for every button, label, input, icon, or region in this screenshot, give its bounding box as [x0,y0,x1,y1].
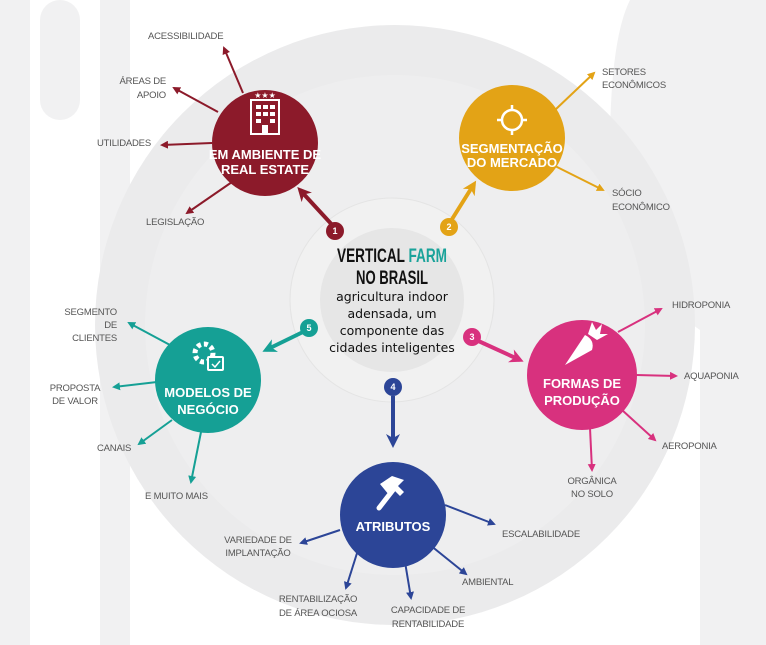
leaf-label: DE ÁREA OCIOSA [279,608,358,619]
leaf-label: DE VALOR [52,396,98,407]
target-icon [497,105,527,135]
number-badge [300,319,318,337]
hub-circle [527,320,637,430]
hub-title: MODELOS DE [164,385,252,400]
building-icon: ★★★ [250,91,280,135]
leaf-label: ECONÔMICOS [602,80,666,91]
leaf-label: NO SOLO [571,489,613,500]
leaf-label: ESCALABILIDADE [502,529,580,540]
hub-arrow [262,329,306,352]
leaf-label: IMPLANTAÇÃO [225,548,290,559]
number-badge-label: 4 [390,382,395,392]
hub-circle [155,327,261,433]
leaf-label: LEGISLAÇÃO [146,217,204,228]
center-title-word1: VERTICAL [337,246,405,267]
leaf-arrow [429,544,468,576]
leaf-label: UTILIDADES [97,138,151,149]
number-badge-label: 2 [446,222,451,232]
number-badge [463,328,481,346]
hammer-icon [376,476,404,511]
leaf-label: APOIO [137,90,166,101]
center-title: VERTICAL FARM NO BRASIL agricultura indo… [329,246,455,355]
hub-title: FORMAS DE [543,376,621,391]
leaf-arrow [635,371,678,380]
hub-production-forms: FORMAS DE PRODUÇÃO 3 HIDROPONIA AQUAPONI… [463,300,740,500]
svg-text:★★★: ★★★ [254,91,276,100]
leaf-label: RENTABILIDADE [392,619,464,630]
leaf-arrow [185,181,233,215]
hub-arrow [447,180,477,226]
leaf-label: ÁREAS DE [120,76,166,87]
leaf-arrow [404,561,414,600]
leaf-label: SEGMENTO [64,307,117,318]
hub-title: PRODUÇÃO [544,393,620,408]
hub-real-estate: ★★★ EM AMBIENTE DE REAL ESTATE 1 ACESSIB… [97,31,344,240]
leaf-label: DE [104,320,117,331]
hub-circle [340,462,446,568]
svg-text:VERTICAL FARM: VERTICAL FARM [337,246,447,267]
hub-circle [212,90,318,196]
leaf-label: HIDROPONIA [672,300,731,311]
leaf-arrow [172,87,219,113]
leaf-arrow [343,549,359,590]
leaf-label: SÓCIO [612,188,642,199]
leaf-arrow [160,140,213,149]
number-badge-label: 5 [306,323,311,333]
hub-title: ATRIBUTOS [356,519,431,534]
hub-title: REAL ESTATE [221,162,309,177]
leaf-arrow [554,165,605,191]
leaf-label: ACESSIBILIDADE [148,31,223,42]
gear-window-icon [192,341,224,371]
leaf-arrow [554,71,596,111]
leaf-label: CANAIS [97,443,131,454]
hub-arrow [297,187,337,230]
hub-circle [459,85,565,191]
hub-attributes: ATRIBUTOS 4 ESCALABILIDADE AMBIENTAL CAP… [224,378,580,630]
center-subtitle-line: adensada, um [347,306,436,321]
leaf-arrow [188,431,202,484]
carrot-icon [565,322,608,365]
center-title-word2: FARM [408,246,447,267]
leaf-arrow [299,529,341,545]
leaf-label: VARIEDADE DE [224,535,292,546]
hub-title: NEGÓCIO [177,402,238,417]
hub-title: DO MERCADO [467,155,557,170]
leaf-arrow [617,308,663,333]
leaf-label: AQUAPONIA [684,371,740,382]
leaf-arrow [137,419,173,446]
leaf-label: ECONÔMICO [612,202,670,213]
leaf-label: PROPOSTA [50,383,101,394]
leaf-arrow [587,427,596,472]
hub-arrow [473,337,524,363]
leaf-arrow [127,322,171,346]
leaf-arrow [112,381,158,391]
hub-business-models: MODELOS DE NEGÓCIO 5 SEGMENTO DE CLIENTE… [50,307,318,502]
center-subtitle-line: cidades inteligentes [329,340,455,355]
number-badge [384,378,402,396]
center-subtitle-line: componente das [340,323,445,338]
center-title-line2: NO BRASIL [356,268,428,289]
hub-market-segmentation: SEGMENTAÇÃO DO MERCADO 2 SETORES ECONÔMI… [440,67,670,236]
leaf-arrow [222,46,244,94]
leaf-label: SETORES [602,67,646,78]
number-badge [326,222,344,240]
hub-title: SEGMENTAÇÃO [461,141,563,156]
number-badge-label: 1 [332,226,337,236]
center-subtitle-line: agricultura indoor [336,289,449,304]
leaf-label: AMBIENTAL [462,577,513,588]
number-badge-label: 3 [469,332,474,342]
leaf-arrow [621,409,657,442]
hub-title: EM AMBIENTE DE [209,147,322,162]
leaf-arrow [444,504,496,526]
leaf-label: CAPACIDADE DE [391,605,465,616]
leaf-label: E MUITO MAIS [145,491,208,502]
leaf-label: AEROPONIA [662,441,718,452]
number-badge [440,218,458,236]
leaf-label: ORGÂNICA [567,476,617,487]
leaf-label: CLIENTES [72,333,117,344]
leaf-label: RENTABILIZAÇÃO [279,594,357,605]
